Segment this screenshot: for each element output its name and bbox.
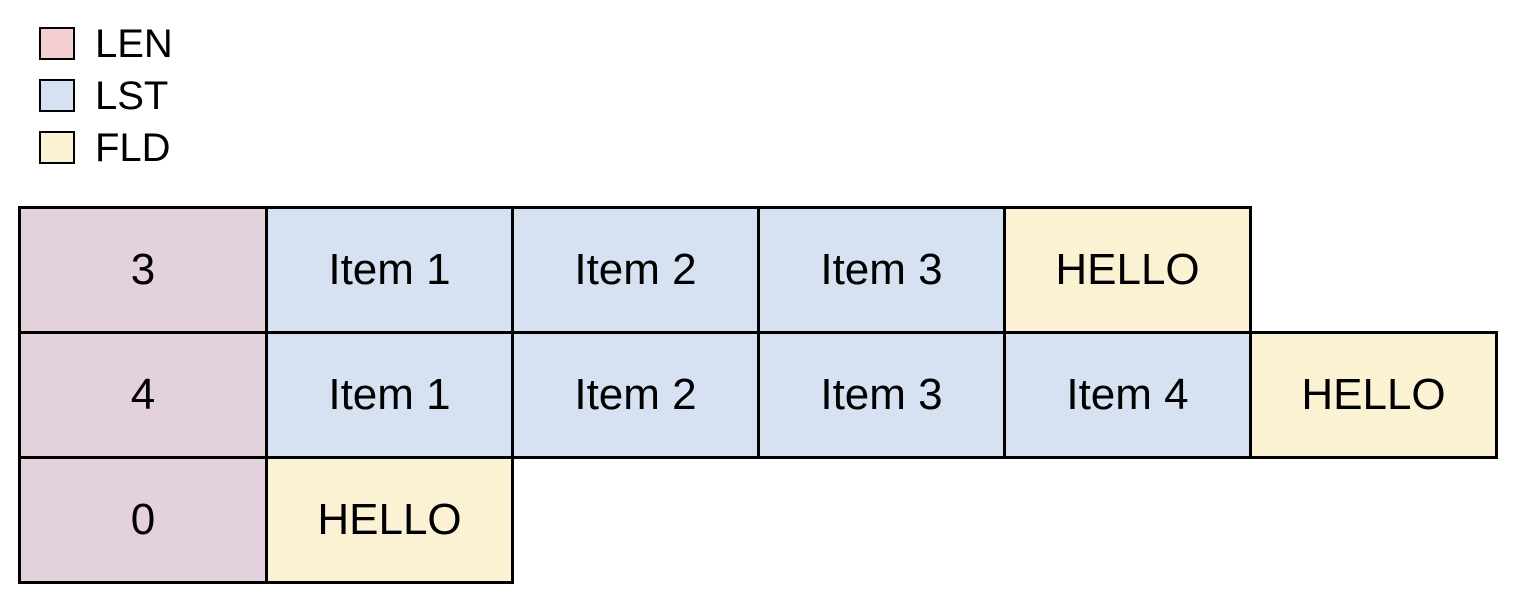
record-row-4-items: 4 Item 1 Item 2 Item 3 Item 4 HELLO	[18, 331, 1498, 459]
legend-item-len: LEN	[39, 24, 173, 64]
legend-item-lst: LST	[39, 76, 173, 116]
len-cell: 0	[18, 456, 268, 584]
len-cell: 4	[18, 331, 268, 459]
lst-swatch	[39, 79, 75, 112]
lst-cell: Item 1	[265, 331, 514, 459]
byte-layout-diagram: 3 Item 1 Item 2 Item 3 HELLO 4 Item 1 It…	[18, 206, 1498, 584]
lst-cell: Item 2	[511, 331, 760, 459]
record-row-empty-list: 0 HELLO	[18, 456, 1498, 584]
legend-label-lst: LST	[95, 73, 169, 118]
legend-item-fld: FLD	[39, 128, 173, 168]
lst-cell: Item 3	[757, 206, 1006, 334]
fld-cell: HELLO	[1003, 206, 1252, 334]
lst-cell: Item 3	[757, 331, 1006, 459]
len-cell: 3	[18, 206, 268, 334]
fld-cell: HELLO	[265, 456, 514, 584]
legend-label-len: LEN	[95, 21, 173, 66]
record-row-3-items: 3 Item 1 Item 2 Item 3 HELLO	[18, 206, 1498, 334]
len-swatch	[39, 27, 75, 60]
lst-cell: Item 4	[1003, 331, 1252, 459]
legend-label-fld: FLD	[95, 125, 171, 170]
fld-cell: HELLO	[1249, 331, 1498, 459]
legend: LEN LST FLD	[39, 24, 173, 183]
lst-cell: Item 1	[265, 206, 514, 334]
fld-swatch	[39, 131, 75, 164]
lst-cell: Item 2	[511, 206, 760, 334]
